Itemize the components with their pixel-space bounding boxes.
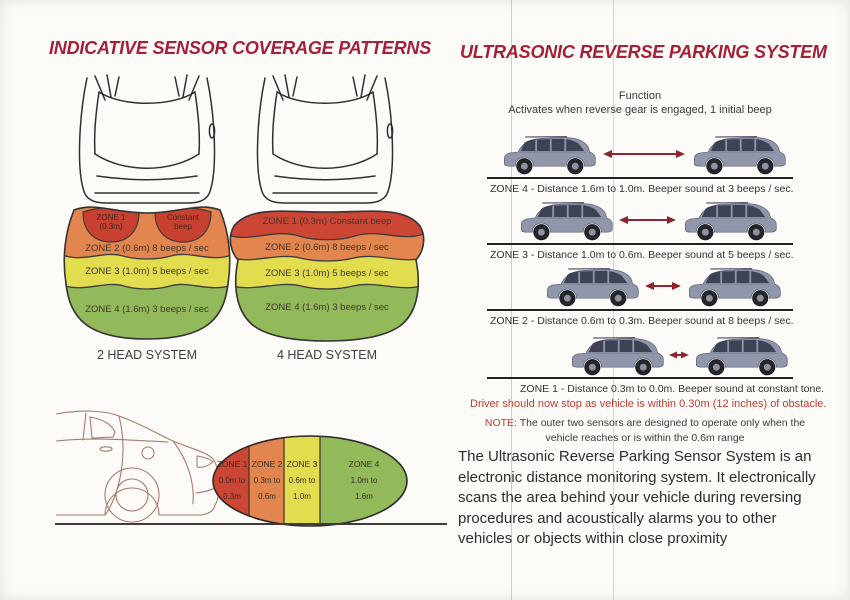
two-head-zones-graphic bbox=[63, 206, 231, 340]
scan-artifact-line-pink bbox=[511, 0, 512, 600]
two-head-system-caption: 2 HEAD SYSTEM bbox=[96, 348, 198, 362]
two-head-zone2-label: ZONE 2 (0.6m) 8 beeps / sec bbox=[85, 243, 209, 254]
row-ground-line bbox=[487, 309, 793, 311]
zone4-distance-caption: ZONE 4 - Distance 1.6m to 1.0m. Beeper s… bbox=[490, 183, 794, 195]
two-head-zone4-label: ZONE 4 (1.6m) 3 beeps / sec bbox=[85, 304, 209, 315]
sedan-sideview-drawing bbox=[56, 410, 220, 523]
two-head-zone1-label: ZONE 1(0.3m) bbox=[96, 213, 126, 232]
left-section-title: INDICATIVE SENSOR COVERAGE PATTERNS bbox=[48, 38, 432, 58]
distance-arrow-icon bbox=[645, 282, 681, 290]
distance-arrow-icon bbox=[603, 150, 685, 158]
sideview-zone-ellipse: ZONE 1 0.0m to 0.3m ZONE 2 0.3m to 0.6m … bbox=[210, 433, 410, 529]
suv-reversing-icon bbox=[503, 135, 597, 175]
function-heading: Function bbox=[618, 90, 662, 102]
zone1-distance-caption: ZONE 1 - Distance 0.3m to 0.0m. Beeper s… bbox=[520, 383, 825, 395]
four-head-zone1-label: ZONE 1 (0.3m) Constant beep bbox=[262, 216, 392, 227]
stop-warning-text: Driver should now stop as vehicle is wit… bbox=[470, 398, 827, 410]
row-ground-line bbox=[487, 177, 793, 179]
suv-parked-icon bbox=[688, 267, 782, 307]
note-label: NOTE: bbox=[484, 417, 517, 429]
distance-arrow-icon bbox=[619, 216, 676, 224]
four-head-coverage-pattern: ZONE 1 (0.3m) Constant beep ZONE 2 (0.6m… bbox=[226, 196, 428, 342]
function-description: Activates when reverse gear is engaged, … bbox=[508, 104, 772, 116]
four-head-zone3-label: ZONE 3 (1.0m) 5 beeps / sec bbox=[265, 268, 389, 279]
ellipse-zone1-label: ZONE 1 0.0m to 0.3m bbox=[216, 459, 248, 501]
four-head-zones-graphic bbox=[229, 210, 425, 342]
zone3-distance-caption: ZONE 3 - Distance 1.0m to 0.6m. Beeper s… bbox=[490, 249, 794, 261]
left-ground-line bbox=[55, 523, 447, 525]
ellipse-zone4-label: ZONE 4 1.0m to 1.6m bbox=[348, 459, 380, 501]
car-topview-drawing-left bbox=[78, 74, 216, 204]
suv-parked-icon bbox=[695, 336, 789, 376]
car-topview-drawing-right bbox=[256, 74, 394, 204]
ellipse-zone3-label: ZONE 3 0.6m to 1.0m bbox=[286, 459, 318, 501]
note-text: The outer two sensors are designed to op… bbox=[516, 417, 806, 444]
suv-reversing-icon bbox=[571, 336, 665, 376]
note-block: NOTE: The outer two sensors are designed… bbox=[478, 416, 812, 445]
four-head-zone4-label: ZONE 4 (1.6m) 3 beeps / sec bbox=[265, 302, 389, 313]
suv-reversing-icon bbox=[520, 201, 614, 241]
four-head-system-caption: 4 HEAD SYSTEM bbox=[276, 348, 378, 362]
zone-ellipse-graphic bbox=[212, 435, 408, 527]
suv-parked-icon bbox=[684, 201, 778, 241]
system-description-paragraph: The Ultrasonic Reverse Parking Sensor Sy… bbox=[458, 448, 816, 548]
zone2-distance-caption: ZONE 2 - Distance 0.6m to 0.3m. Beeper s… bbox=[490, 315, 794, 327]
ellipse-zone2-label: ZONE 2 0.3m to 0.6m bbox=[251, 459, 283, 501]
suv-reversing-icon bbox=[546, 267, 640, 307]
row-ground-line bbox=[487, 377, 793, 379]
two-head-zone3-label: ZONE 3 (1.0m) 5 beeps / sec bbox=[85, 266, 209, 277]
suv-parked-icon bbox=[693, 135, 787, 175]
distance-arrow-icon bbox=[669, 351, 689, 359]
right-section-title: ULTRASONIC REVERSE PARKING SYSTEM bbox=[460, 42, 827, 62]
four-head-zone2-label: ZONE 2 (0.6m) 8 beeps / sec bbox=[265, 242, 389, 253]
row-ground-line bbox=[487, 243, 793, 245]
